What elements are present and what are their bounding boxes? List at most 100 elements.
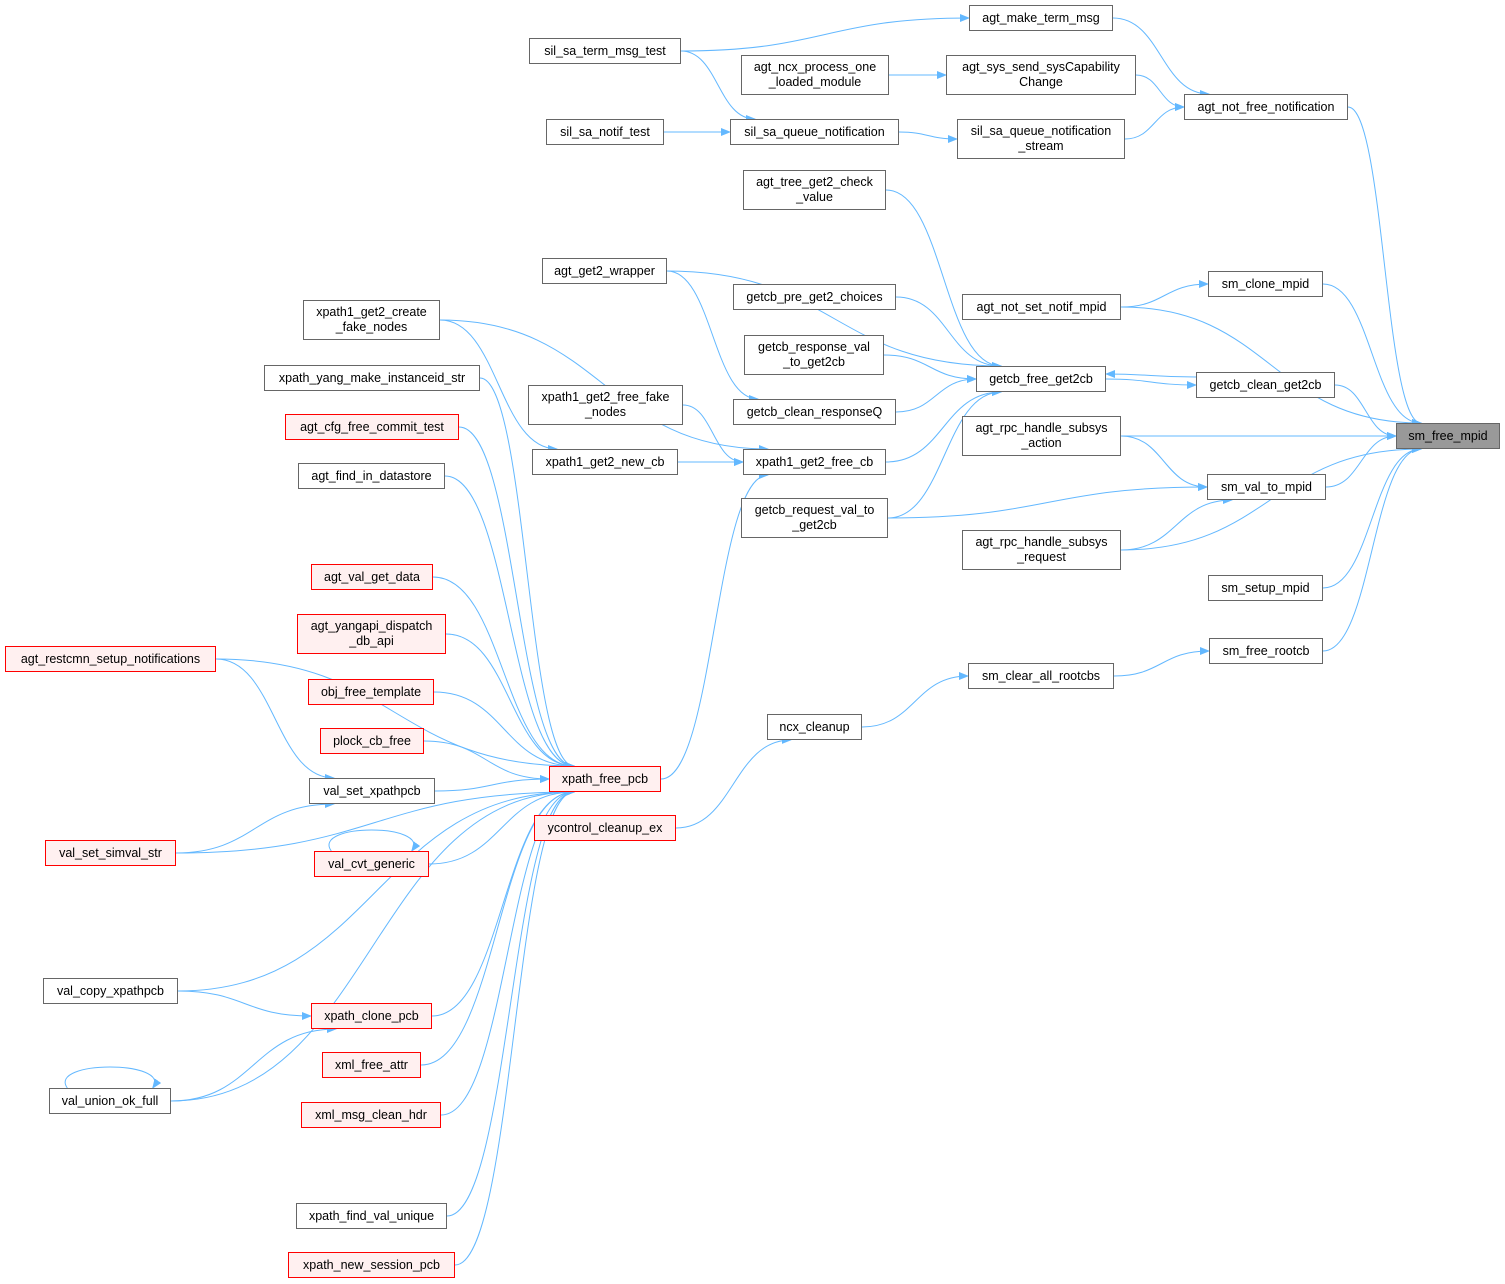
edge-val-set-simval-str-to-val-set-xpathpcb: [175, 800, 335, 854]
node-agt-cfg-free-commit-test[interactable]: agt_cfg_free_commit_test: [285, 414, 459, 440]
node-xpath1-get2-new-cb[interactable]: xpath1_get2_new_cb: [532, 449, 678, 475]
node-xpath-new-session-pcb[interactable]: xpath_new_session_pcb: [288, 1252, 455, 1278]
node-sm-val-to-mpid[interactable]: sm_val_to_mpid: [1207, 474, 1326, 500]
node-sm-free-mpid[interactable]: sm_free_mpid: [1396, 423, 1500, 449]
node-agt-sys-send-sysCapabilityChange[interactable]: agt_sys_send_sysCapability Change: [946, 55, 1136, 95]
edge-getcb-clean-responseQ-to-getcb-free-get2cb: [895, 375, 977, 413]
node-xml-free-attr[interactable]: xml_free_attr: [322, 1052, 421, 1078]
node-val-set-simval-str[interactable]: val_set_simval_str: [45, 840, 176, 866]
edge-ycontrol-cleanup-ex-to-ncx-cleanup: [675, 736, 792, 829]
node-sil-sa-queue-notification-stream[interactable]: sil_sa_queue_notification _stream: [957, 119, 1125, 159]
edge-xpath-free-pcb-to-xpath1-get2-free-cb: [660, 471, 769, 780]
node-ycontrol-cleanup-ex[interactable]: ycontrol_cleanup_ex: [534, 815, 676, 841]
edge-val-union-ok-full-to-val-union-ok-full: [64, 1066, 162, 1089]
edge-sm-setup-mpid-to-sm-free-mpid: [1322, 445, 1422, 589]
edge-sm-clear-all-rootcbs-to-sm-free-rootcb: [1113, 647, 1210, 677]
node-getcb-free-get2cb[interactable]: getcb_free_get2cb: [976, 366, 1106, 392]
node-agt-get2-wrapper[interactable]: agt_get2_wrapper: [542, 258, 667, 284]
node-xpath-find-val-unique[interactable]: xpath_find_val_unique: [296, 1203, 447, 1229]
edge-val-union-ok-full-to-xpath-clone-pcb: [170, 1025, 337, 1102]
node-xpath-clone-pcb[interactable]: xpath_clone_pcb: [311, 1003, 432, 1029]
node-agt-not-free-notification[interactable]: agt_not_free_notification: [1184, 94, 1348, 120]
edge-agt-rpc-handle-subsys-request-to-sm-val-to-mpid: [1120, 496, 1233, 551]
edge-sm-val-to-mpid-to-sm-free-mpid: [1325, 432, 1397, 488]
edge-sm-free-rootcb-to-sm-free-mpid: [1322, 445, 1422, 652]
edge-agt-not-set-notif-mpid-to-sm-clone-mpid: [1120, 280, 1209, 308]
edge-val-set-simval-str-to-xpath-free-pcb: [175, 788, 575, 854]
edge-agt-cfg-free-commit-test-to-xpath-free-pcb: [458, 426, 575, 770]
edge-xpath-new-session-pcb-to-xpath-free-pcb: [454, 788, 575, 1266]
node-xpath-yang-make-instanceid-str[interactable]: xpath_yang_make_instanceid_str: [264, 365, 480, 391]
node-sil-sa-term-msg-test[interactable]: sil_sa_term_msg_test: [529, 38, 681, 64]
node-val-cvt-generic[interactable]: val_cvt_generic: [314, 851, 429, 877]
edge-agt-find-in-datastore-to-xpath-free-pcb: [444, 475, 575, 770]
node-agt-rpc-handle-subsys-request[interactable]: agt_rpc_handle_subsys _request: [962, 530, 1121, 570]
edge-agt-make-term-msg-to-agt-not-free-notification: [1112, 17, 1210, 98]
node-sil-sa-queue-notification[interactable]: sil_sa_queue_notification: [730, 119, 899, 145]
node-xpath-free-pcb[interactable]: xpath_free_pcb: [549, 766, 661, 792]
node-getcb-response-val-to-get2cb[interactable]: getcb_response_val _to_get2cb: [744, 335, 884, 375]
edge-getcb-free-get2cb-to-getcb-clean-get2cb: [1105, 378, 1197, 389]
node-agt-yangapi-dispatch-db-api[interactable]: agt_yangapi_dispatch _db_api: [297, 614, 446, 654]
edge-ncx-cleanup-to-sm-clear-all-rootcbs: [861, 672, 969, 728]
node-agt-val-get-data[interactable]: agt_val_get_data: [311, 564, 433, 590]
node-sm-free-rootcb[interactable]: sm_free_rootcb: [1209, 638, 1323, 664]
edge-val-cvt-generic-to-xpath-free-pcb: [428, 788, 575, 865]
node-val-union-ok-full[interactable]: val_union_ok_full: [49, 1088, 171, 1114]
edge-xpath-yang-make-instanceid-str-to-xpath-free-pcb: [479, 377, 575, 770]
edge-getcb-clean-get2cb-to-getcb-free-get2cb: [1105, 370, 1197, 379]
edge-xml-msg-clean-hdr-to-xpath-free-pcb: [440, 788, 575, 1116]
node-plock-cb-free[interactable]: plock_cb_free: [320, 728, 424, 754]
edge-agt-not-free-notification-to-sm-free-mpid: [1347, 106, 1422, 427]
edge-sil-sa-queue-notification-stream-to-agt-not-free-notification: [1124, 103, 1185, 140]
edge-val-union-ok-full-to-xpath-free-pcb: [170, 788, 575, 1102]
node-val-set-xpathpcb[interactable]: val_set_xpathpcb: [309, 778, 435, 804]
node-obj-free-template[interactable]: obj_free_template: [308, 679, 434, 705]
edge-getcb-pre-get2-choices-to-getcb-free-get2cb: [895, 296, 1002, 370]
edge-val-cvt-generic-to-val-cvt-generic: [328, 829, 421, 852]
edge-xpath1-get2-create-fake-nodes-to-xpath1-get2-new-cb: [439, 319, 558, 453]
edge-xpath-find-val-unique-to-xpath-free-pcb: [446, 788, 575, 1217]
edge-agt-val-get-data-to-xpath-free-pcb: [432, 576, 575, 770]
edge-agt-get2-wrapper-to-getcb-free-get2cb: [666, 270, 1002, 370]
node-val-copy-xpathpcb[interactable]: val_copy_xpathpcb: [43, 978, 178, 1004]
node-xpath1-get2-create-fake-nodes[interactable]: xpath1_get2_create _fake_nodes: [303, 300, 440, 340]
node-agt-make-term-msg[interactable]: agt_make_term_msg: [969, 5, 1113, 31]
edge-xpath1-get2-free-cb-to-getcb-free-get2cb: [885, 388, 1002, 463]
node-getcb-clean-get2cb[interactable]: getcb_clean_get2cb: [1196, 372, 1335, 398]
node-getcb-request-val-to-get2cb[interactable]: getcb_request_val_to _get2cb: [741, 498, 888, 538]
node-getcb-pre-get2-choices[interactable]: getcb_pre_get2_choices: [733, 284, 896, 310]
node-agt-rpc-handle-subsys-action[interactable]: agt_rpc_handle_subsys _action: [962, 416, 1121, 456]
node-xml-msg-clean-hdr[interactable]: xml_msg_clean_hdr: [301, 1102, 441, 1128]
edge-xpath1-get2-create-fake-nodes-to-xpath1-get2-free-cb: [439, 319, 769, 453]
edge-agt-restcmn-setup-notifications-to-xpath-free-pcb: [215, 658, 575, 770]
node-xpath1-get2-free-fake-nodes[interactable]: xpath1_get2_free_fake _nodes: [528, 385, 683, 425]
edge-agt-get2-wrapper-to-getcb-clean-responseQ: [666, 270, 759, 403]
edge-agt-sys-send-sysCapabilityChange-to-agt-not-free-notification: [1135, 74, 1185, 111]
edge-xml-free-attr-to-xpath-free-pcb: [420, 788, 575, 1066]
edge-getcb-request-val-to-get2cb-to-getcb-free-get2cb: [887, 388, 1002, 519]
node-agt-find-in-datastore[interactable]: agt_find_in_datastore: [298, 463, 445, 489]
edge-agt-tree-get2-check-value-to-getcb-free-get2cb: [885, 189, 1002, 370]
edge-getcb-response-val-to-get2cb-to-getcb-free-get2cb: [883, 354, 977, 383]
edge-agt-rpc-handle-subsys-action-to-sm-val-to-mpid: [1120, 435, 1208, 491]
node-sm-setup-mpid[interactable]: sm_setup_mpid: [1208, 575, 1323, 601]
node-sm-clone-mpid[interactable]: sm_clone_mpid: [1208, 271, 1323, 297]
edge-sil-sa-term-msg-test-to-sil-sa-queue-notification: [680, 50, 756, 123]
node-sil-sa-notif-test[interactable]: sil_sa_notif_test: [546, 119, 664, 145]
node-xpath1-get2-free-cb[interactable]: xpath1_get2_free_cb: [743, 449, 886, 475]
node-agt-tree-get2-check-value[interactable]: agt_tree_get2_check _value: [743, 170, 886, 210]
edge-agt-restcmn-setup-notifications-to-val-set-xpathpcb: [215, 658, 335, 782]
edge-val-copy-xpathpcb-to-xpath-clone-pcb: [177, 990, 312, 1020]
node-ncx-cleanup[interactable]: ncx_cleanup: [767, 714, 862, 740]
node-getcb-clean-responseQ[interactable]: getcb_clean_responseQ: [733, 399, 896, 425]
edge-agt-not-set-notif-mpid-to-sm-free-mpid: [1120, 306, 1422, 427]
edge-val-set-xpathpcb-to-xpath-free-pcb: [434, 775, 550, 792]
node-agt-ncx-process-one-loaded-module[interactable]: agt_ncx_process_one _loaded_module: [741, 55, 889, 95]
node-sm-clear-all-rootcbs[interactable]: sm_clear_all_rootcbs: [968, 663, 1114, 689]
edge-val-copy-xpathpcb-to-xpath-free-pcb: [177, 788, 575, 992]
node-agt-not-set-notif-mpid[interactable]: agt_not_set_notif_mpid: [962, 294, 1121, 320]
edge-sil-sa-queue-notification-to-sil-sa-queue-notification-stream: [898, 131, 958, 143]
node-agt-restcmn-setup-notifications[interactable]: agt_restcmn_setup_notifications: [5, 646, 216, 672]
